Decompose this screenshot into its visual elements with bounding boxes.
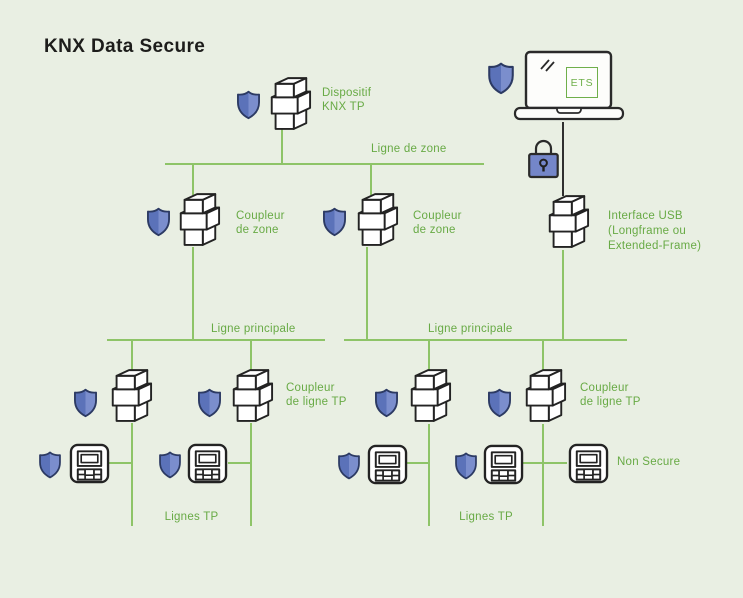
tp-line-vertical-1	[131, 423, 133, 526]
tp-lines-left-label: Lignes TP	[164, 511, 219, 523]
line-coupler-left-label-line2: de ligne TP	[286, 395, 347, 408]
page-title: KNX Data Secure	[44, 36, 206, 57]
riser-usb-interface	[562, 250, 564, 340]
tp-device-1-icon	[69, 443, 110, 484]
tp-connector-1	[109, 462, 133, 464]
line-coupler-3-icon	[406, 369, 452, 423]
non-secure-label: Non Secure	[617, 456, 681, 468]
drop-top-device	[281, 129, 283, 164]
tp-line-vertical-4	[542, 424, 544, 526]
tp-device-non-secure-icon	[568, 443, 609, 484]
usb-interface-label-line3: Extended-Frame)	[608, 240, 702, 252]
main-line-right	[344, 339, 627, 341]
shield-icon	[374, 388, 399, 418]
line-coupler-left-label-line1: Coupleur	[286, 382, 335, 394]
tp-device-2-icon	[187, 443, 228, 484]
tp-connector-2	[228, 462, 252, 464]
usb-interface-icon	[544, 195, 590, 249]
zone-coupler-left-label-line1: Coupleur	[236, 210, 285, 222]
top-device-label-line2: KNX TP	[322, 100, 365, 113]
zone-coupler-right-icon	[353, 193, 399, 247]
top-device-label: Dispositif KNX TP	[322, 87, 371, 114]
drop-line-coupler-2	[250, 341, 252, 371]
zone-coupler-right-label-line1: Coupleur	[413, 210, 462, 222]
line-coupler-4-icon	[521, 369, 567, 423]
zone-coupler-left-label: Coupleur de zone	[236, 210, 285, 237]
shield-icon	[236, 90, 261, 120]
riser-zone-coupler-left	[192, 247, 194, 340]
main-line-left-label: Ligne principale	[211, 323, 296, 335]
drop-zone-coupler-left	[192, 164, 194, 195]
main-line-right-label: Ligne principale	[428, 323, 513, 335]
usb-interface-label-line2: (Longframe ou	[608, 225, 687, 237]
line-coupler-right-label-line1: Coupleur	[580, 382, 629, 394]
shield-icon	[487, 62, 515, 95]
zone-coupler-left-icon	[175, 193, 221, 247]
line-coupler-2-icon	[228, 369, 274, 423]
zone-coupler-right-label: Coupleur de zone	[413, 210, 462, 237]
tp-connector-3	[407, 462, 430, 464]
lock-icon	[528, 139, 559, 179]
zone-line-label: Ligne de zone	[371, 143, 447, 155]
tp-connector-4	[523, 462, 567, 464]
line-coupler-1-icon	[107, 369, 153, 423]
line-coupler-left-label: Coupleur de ligne TP	[286, 382, 347, 409]
zone-coupler-left-label-line2: de zone	[236, 223, 279, 236]
zone-line	[165, 163, 484, 165]
ets-logo-text: ETS	[570, 76, 594, 89]
riser-zone-coupler-right	[366, 247, 368, 340]
shield-icon	[197, 388, 222, 418]
shield-icon	[146, 207, 171, 237]
shield-icon	[73, 388, 98, 418]
tp-device-3-icon	[367, 444, 408, 485]
shield-icon	[158, 451, 182, 479]
main-line-left	[107, 339, 325, 341]
drop-line-coupler-4	[542, 341, 544, 371]
drop-line-coupler-1	[131, 341, 133, 371]
shield-icon	[487, 388, 512, 418]
shield-icon	[337, 452, 361, 480]
shield-icon	[38, 451, 62, 479]
laptop-usb-cable	[562, 122, 564, 196]
tp-device-4-icon	[483, 444, 524, 485]
knx-tp-device-icon	[266, 77, 312, 131]
line-coupler-right-label: Coupleur de ligne TP	[580, 382, 641, 409]
ets-logo: ETS	[566, 67, 598, 98]
tp-line-vertical-2	[250, 423, 252, 526]
shield-icon	[322, 207, 347, 237]
tp-lines-right-label: Lignes TP	[459, 511, 513, 523]
usb-interface-label-line1: Interface USB	[608, 210, 683, 222]
drop-line-coupler-3	[428, 341, 430, 371]
line-coupler-right-label-line2: de ligne TP	[580, 395, 641, 408]
top-device-label-line1: Dispositif	[322, 87, 372, 99]
drop-zone-coupler-right	[370, 164, 372, 195]
usb-interface-label: Interface USB (Longframe ou Extended-Fra…	[608, 209, 701, 254]
shield-icon	[454, 452, 478, 480]
zone-coupler-right-label-line2: de zone	[413, 223, 456, 236]
tp-line-vertical-3	[428, 424, 430, 526]
